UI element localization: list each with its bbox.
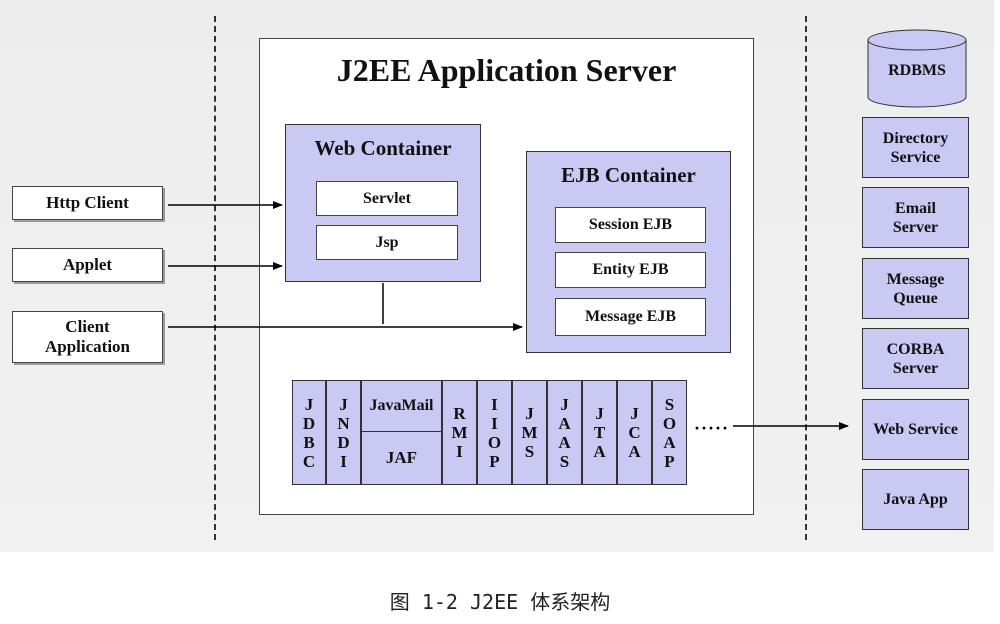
- client-label: Applet: [62, 255, 113, 274]
- service-label: Email Server: [892, 199, 939, 236]
- api-column-rmi: R M I: [442, 380, 477, 485]
- client-label: Http Client: [46, 193, 129, 212]
- client-label: Client Application: [44, 317, 131, 356]
- api-letter: P: [489, 451, 500, 471]
- api-column-jca: J C A: [617, 380, 652, 485]
- message-ejb-box: Message EJB: [555, 298, 706, 336]
- api-letter: A: [558, 413, 571, 433]
- api-letter: J: [630, 404, 639, 423]
- service-box-corba-server: CORBA Server: [862, 328, 969, 389]
- service-label: Web Service: [873, 421, 958, 438]
- session-ejb-box: Session EJB: [555, 207, 706, 243]
- api-letter: O: [662, 413, 677, 433]
- figure-caption: 图 1-2 J2EE 体系架构: [389, 590, 611, 614]
- web-container-title: Web Container: [314, 136, 452, 160]
- service-label: Java App: [883, 491, 948, 508]
- api-letter: A: [663, 432, 676, 452]
- service-box-java-app: Java App: [862, 469, 969, 530]
- api-letter: J: [595, 404, 604, 423]
- jaf-cell: JAF: [362, 432, 441, 484]
- api-letter: S: [664, 394, 675, 414]
- api-letter: M: [451, 423, 468, 442]
- api-column-jndi: J N D I: [326, 380, 361, 485]
- jaf-label: JAF: [385, 448, 418, 467]
- javamail-cell: JavaMail: [362, 381, 441, 432]
- api-letter: J: [339, 394, 348, 414]
- api-letter: I: [340, 451, 347, 471]
- service-label: Directory Service: [882, 129, 949, 166]
- jsp-box: Jsp: [316, 225, 458, 260]
- service-box-directory-service: Directory Service: [862, 117, 969, 178]
- session-ejb-label: Session EJB: [588, 216, 673, 233]
- api-letter: C: [628, 423, 641, 442]
- api-letter: I: [491, 413, 498, 433]
- api-letter: P: [664, 451, 675, 471]
- jsp-label: Jsp: [375, 233, 399, 251]
- servlet-box: Servlet: [316, 181, 458, 216]
- client-box-applet: Applet: [12, 248, 163, 282]
- service-box-email-server: Email Server: [862, 187, 969, 248]
- api-letter: I: [491, 394, 498, 414]
- api-column-jaas: J A A S: [547, 380, 582, 485]
- javamail-label: JavaMail: [369, 397, 434, 414]
- api-column-javamail-jaf: JavaMail JAF: [361, 380, 442, 485]
- message-ejb-label: Message EJB: [584, 308, 677, 325]
- api-letter: A: [628, 442, 641, 461]
- service-label: Message Queue: [886, 270, 945, 307]
- api-letter: S: [559, 451, 570, 471]
- client-box-http-client: Http Client: [12, 186, 163, 220]
- api-column-soap: S O A P: [652, 380, 687, 485]
- api-letter: B: [303, 432, 315, 452]
- connector-lines: [168, 201, 849, 430]
- api-letter: N: [337, 413, 350, 433]
- service-box-web-service: Web Service: [862, 399, 969, 460]
- api-column-jta: J T A: [582, 380, 617, 485]
- entity-ejb-label: Entity EJB: [592, 261, 669, 278]
- api-letter: D: [302, 413, 316, 433]
- ejb-container-title: EJB Container: [561, 163, 696, 187]
- api-letter: R: [453, 404, 466, 423]
- api-letter: D: [337, 432, 350, 452]
- service-label: CORBA Server: [886, 340, 945, 377]
- api-letter: A: [558, 432, 571, 452]
- api-letter: J: [560, 394, 569, 414]
- architecture-diagram: Http Client Applet Client Application J2…: [0, 0, 994, 552]
- entity-ejb-box: Entity EJB: [555, 252, 706, 288]
- right-divider: [805, 16, 807, 540]
- api-column-jdbc: J D B C: [292, 380, 326, 485]
- api-column-jms: J M S: [512, 380, 547, 485]
- api-column-iiop: I I O P: [477, 380, 512, 485]
- api-letter: J: [304, 394, 314, 414]
- api-ellipsis: ·····: [694, 418, 730, 438]
- api-letter: M: [521, 423, 538, 442]
- api-letter: J: [525, 404, 534, 423]
- rdbms-label: RDBMS: [888, 62, 946, 79]
- rdbms-cylinder: [867, 29, 967, 108]
- api-letter: C: [302, 451, 316, 471]
- server-title: J2EE Application Server: [336, 52, 677, 88]
- client-box-client-application: Client Application: [12, 311, 163, 363]
- left-divider: [214, 16, 216, 540]
- service-box-message-queue: Message Queue: [862, 258, 969, 319]
- api-letter: T: [593, 423, 606, 442]
- api-letter: A: [593, 442, 606, 461]
- api-letter: O: [487, 432, 502, 452]
- servlet-label: Servlet: [363, 189, 411, 207]
- api-letter: I: [456, 442, 463, 461]
- api-letter: S: [524, 442, 535, 461]
